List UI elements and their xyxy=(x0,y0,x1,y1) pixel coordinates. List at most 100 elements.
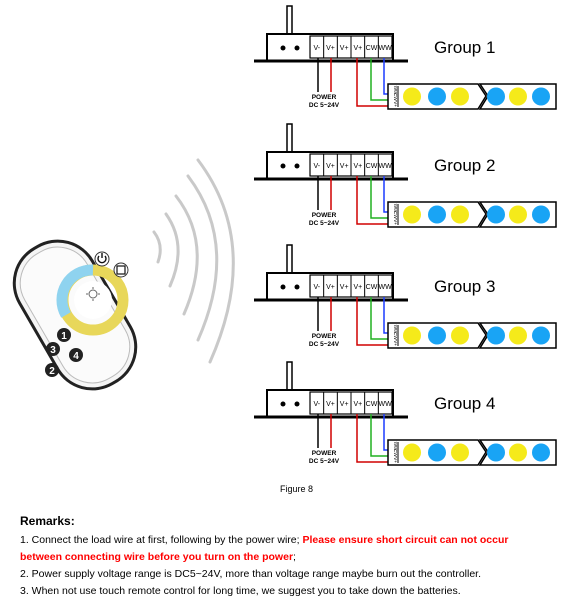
led-warm-white xyxy=(509,443,527,462)
remarks-section: Remarks: 1. Connect the load wire at fir… xyxy=(20,513,576,600)
strip-terminal-label: V+ xyxy=(393,340,398,346)
terminal-label: V+ xyxy=(340,163,349,170)
output-wire-vplus xyxy=(356,58,397,107)
touch-remote-control: 1 3 4 2 xyxy=(12,239,138,391)
terminal-label: V- xyxy=(314,45,321,52)
remark-item-1-cont: between connecting wire before you turn … xyxy=(20,549,576,566)
terminal-label: V+ xyxy=(340,401,349,408)
strip-terminal-label: V+ xyxy=(393,219,398,225)
power-button[interactable] xyxy=(94,251,110,267)
led-cool-white xyxy=(487,326,505,345)
led-cool-white xyxy=(532,205,550,224)
screw-hole xyxy=(280,163,286,169)
terminal-label: CW xyxy=(366,45,378,52)
screw-hole xyxy=(294,284,300,290)
svg-text:1: 1 xyxy=(61,331,67,342)
scene-button-1[interactable] xyxy=(57,328,71,342)
output-wire-vplus xyxy=(356,297,397,346)
power-label: POWER xyxy=(312,94,337,101)
terminal-label: WW xyxy=(379,45,393,52)
led-cool-white xyxy=(428,443,446,462)
led-cool-white xyxy=(487,205,505,224)
terminal-label: V+ xyxy=(353,284,362,291)
strip-terminal-label: WW xyxy=(393,442,398,451)
screw-hole xyxy=(294,45,300,51)
terminal-label: CW xyxy=(366,284,378,291)
terminal-label: V+ xyxy=(326,401,335,408)
strip-terminal-label: WW xyxy=(393,86,398,95)
terminal-label: V+ xyxy=(353,401,362,408)
led-cool-white xyxy=(487,87,505,106)
terminal-label: WW xyxy=(379,163,393,170)
screw-hole xyxy=(280,45,286,51)
brightness-icon xyxy=(86,287,100,301)
scene-button-2[interactable] xyxy=(46,342,60,356)
led-warm-white xyxy=(509,205,527,224)
terminal-label: V+ xyxy=(326,163,335,170)
led-cool-white xyxy=(487,443,505,462)
terminal-label: V- xyxy=(314,401,321,408)
scene-button-4[interactable] xyxy=(45,363,59,377)
terminal-label: WW xyxy=(379,284,393,291)
led-warm-white xyxy=(451,443,469,462)
svg-text:4: 4 xyxy=(73,351,79,362)
power-label: POWER xyxy=(312,333,337,340)
led-warm-white xyxy=(451,326,469,345)
terminal-label: V+ xyxy=(340,284,349,291)
strip-terminal-label: V+ xyxy=(393,101,398,107)
led-cool-white xyxy=(428,87,446,106)
led-warm-white xyxy=(451,87,469,106)
led-cool-white xyxy=(428,205,446,224)
led-cool-white xyxy=(532,87,550,106)
figure-caption: Figure 8 xyxy=(280,484,314,494)
power-voltage-label: DC 5~24V xyxy=(309,458,340,465)
scene-button-3[interactable] xyxy=(69,348,83,362)
remark-item-3: 3. When not use touch remote control for… xyxy=(20,585,461,597)
power-voltage-label: DC 5~24V xyxy=(309,220,340,227)
led-cool-white xyxy=(428,326,446,345)
strip-terminal-label: WW xyxy=(393,204,398,213)
remark-item-1: 1. Connect the load wire at first, follo… xyxy=(20,532,576,549)
led-cool-white xyxy=(532,326,550,345)
strip-terminal-label: CW xyxy=(393,211,398,219)
power-label: POWER xyxy=(312,212,337,219)
remark-item-1-warning-a: Please ensure short circuit can not occu… xyxy=(302,534,509,546)
terminal-label: V+ xyxy=(353,45,362,52)
terminal-label: CW xyxy=(366,163,378,170)
mode-button[interactable] xyxy=(113,262,129,278)
strip-terminal-label: CW xyxy=(393,93,398,101)
led-warm-white xyxy=(509,326,527,345)
led-warm-white xyxy=(509,87,527,106)
screw-hole xyxy=(280,284,286,290)
remark-item-1-prefix: 1. Connect the load wire at first, follo… xyxy=(20,534,303,546)
terminal-label: V+ xyxy=(353,163,362,170)
antenna xyxy=(286,244,293,274)
remark-item-1-suffix: ; xyxy=(293,551,296,563)
terminal-label: V- xyxy=(314,163,321,170)
terminal-label: V- xyxy=(314,284,321,291)
screw-hole xyxy=(294,401,300,407)
remarks-title: Remarks: xyxy=(20,514,75,528)
power-voltage-label: DC 5~24V xyxy=(309,341,340,348)
svg-text:2: 2 xyxy=(49,366,55,377)
screw-hole xyxy=(294,163,300,169)
terminal-label: CW xyxy=(366,401,378,408)
screw-hole xyxy=(280,401,286,407)
output-wire-vplus xyxy=(356,414,397,463)
group-label: Group 4 xyxy=(434,394,495,413)
svg-text:3: 3 xyxy=(50,345,56,356)
wireless-signal-waves xyxy=(152,158,235,364)
group-label: Group 3 xyxy=(434,277,495,296)
led-cool-white xyxy=(532,443,550,462)
terminal-label: V+ xyxy=(326,284,335,291)
terminal-label: V+ xyxy=(326,45,335,52)
remark-item-2: 2. Power supply voltage range is DC5~24V… xyxy=(20,568,482,580)
terminal-label: V+ xyxy=(340,45,349,52)
led-warm-white xyxy=(403,326,421,345)
power-label: POWER xyxy=(312,450,337,457)
